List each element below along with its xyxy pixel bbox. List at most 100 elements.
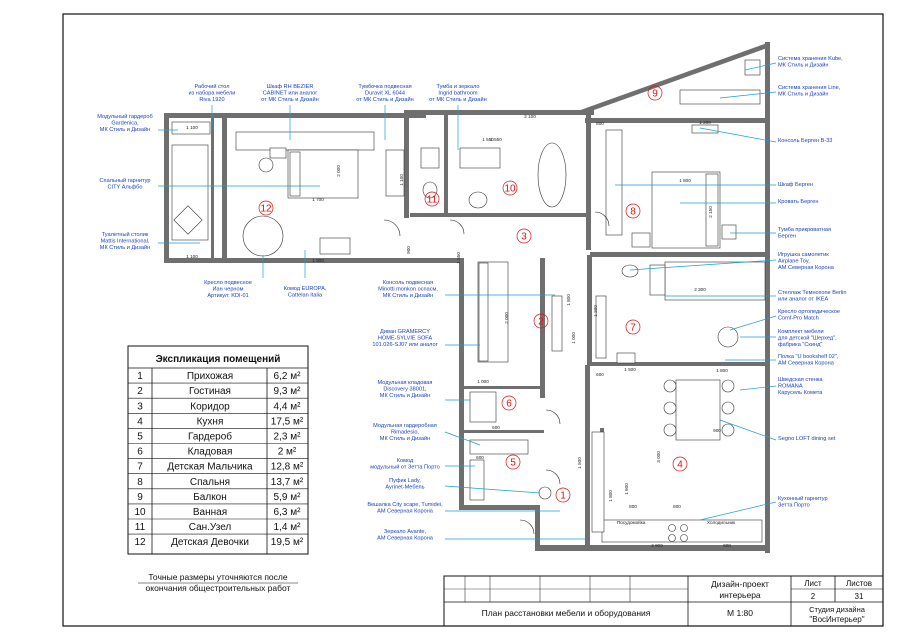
callout-left-12-line-1: Rimadesio,: [391, 429, 419, 435]
room-number-6: 6: [506, 399, 512, 410]
callout-right-5-line-0: Тумба прикроватная: [778, 227, 831, 233]
callout-right-4-line-0: Кровать Берген: [778, 199, 818, 205]
callout-right-9-line-0: Комплект мебели: [778, 329, 824, 335]
callout-left-9-line-1: Minotti monkon ocnacм,: [378, 286, 438, 292]
callout-left-0-line-1: из набора мебели: [189, 90, 236, 96]
dimension-25: 1 800: [608, 490, 613, 502]
room-marker-8: [625, 203, 641, 219]
callout-left-12-line-0: Модульная гардеробная: [373, 423, 437, 429]
dimension-23: 1 000: [477, 379, 489, 384]
dimension-21: 600: [476, 455, 484, 460]
dimension-16: 2 300: [694, 287, 706, 292]
callout-right-13-line-0: Кухонный гарнитур: [778, 495, 828, 502]
dimension-3: 1 550: [482, 137, 494, 142]
kitchen-label-dishwasher: Посудомойка: [617, 519, 646, 525]
dimension-10: 1 550: [456, 252, 461, 264]
callout-left-8-line-0: Комод EUROPA,: [284, 286, 327, 292]
dimension-7: 1 800: [312, 258, 324, 263]
room-number-10: 10: [504, 184, 516, 195]
dimension-8: 900: [406, 246, 411, 254]
room-marker-7: [625, 319, 641, 335]
callout-left-10-line-2: 101.026-SJ07 или аналог: [372, 342, 437, 348]
callout-right-0-line-0: Система хранения Kube,: [778, 56, 843, 62]
room-number-1: 1: [560, 491, 566, 502]
explication-row-6-name: Кладовая: [188, 447, 233, 458]
dimension-20: 1 500: [624, 367, 636, 372]
callout-right-10-line-0: Полка "U bookshelf 02",: [778, 354, 839, 360]
callout-left-11-line-1: Discovery 38001,: [383, 386, 427, 392]
title-scale: М 1:80: [727, 608, 753, 618]
room-marker-9: [647, 85, 663, 101]
explication-row-7-name: Детская Мальчика: [167, 462, 253, 473]
explication-row-6-number: 6: [137, 447, 143, 458]
title-project-line-2: интерьера: [719, 590, 761, 600]
callout-left-2-line-2: от МК Стиль и Дизайн: [356, 96, 414, 103]
room-number-9: 9: [652, 89, 658, 100]
explication-row-5-number: 5: [137, 432, 143, 443]
room-marker-2: [533, 313, 549, 329]
dimension-13: 1 800: [679, 178, 691, 183]
dimension-32: 800: [673, 504, 681, 509]
explication-row-12-area: 19,5 м²: [271, 537, 304, 548]
dimension-0: 1 100: [186, 125, 198, 130]
explication-row-8-number: 8: [137, 477, 143, 488]
explication-row-3-number: 3: [137, 401, 143, 412]
furniture: [171, 59, 766, 543]
note-line-2: окончания общестроительных работ: [146, 583, 291, 593]
callout-left-7-line-0: Кресло подвесное: [204, 280, 252, 286]
callout-right-11-line-1: ROMANA: [778, 383, 803, 389]
callout-left-10-line-1: HOME-SYLVIE SOFA: [378, 335, 433, 341]
callout-left-14-line-0: Пуфик Lady,: [389, 478, 421, 484]
dimension-31: 800: [629, 504, 637, 509]
room-marker-5: [505, 454, 521, 470]
dimension-27: 600: [596, 372, 604, 377]
callout-left-16-line-1: AM Северная Корона: [377, 535, 434, 541]
callout-left-15-line-0: Вешалка City scape, Tumidei,: [367, 502, 443, 508]
dimension-33: 2 900: [651, 543, 663, 548]
title-project-line-1: Дизайн-проект: [711, 579, 769, 589]
callout-left-4-line-0: Модульный гардероб: [97, 113, 152, 120]
explication-row-8-name: Спальня: [190, 477, 230, 488]
dimension-15: 1 800: [566, 294, 571, 306]
callout-right-9-line-2: фабрика "Скинд": [778, 342, 822, 348]
explication-row-5-area: 2,3 м²: [274, 432, 302, 443]
room-number-3: 3: [521, 232, 527, 243]
explication-row-3-name: Коридор: [190, 401, 230, 412]
explication-row-7-number: 7: [137, 462, 143, 473]
dimension-18: 1 000: [571, 332, 576, 344]
callout-left-13-line-1: модульный от Зетта Порто: [370, 463, 440, 470]
dimension-22: 600: [492, 425, 500, 430]
callout-right-11-line-2: Карусель Комета: [778, 390, 823, 396]
callout-right-1-line-1: МК Стиль и Дизайн: [778, 90, 828, 97]
explication-row-12-name: Детская Девочки: [171, 537, 249, 548]
callout-right-0-line-1: МК Стиль и Дизайн: [778, 61, 828, 68]
callout-left-13-line-0: Комод: [397, 458, 414, 464]
callout-left-5-line-1: CITY Альфбо: [108, 184, 143, 190]
callout-left-7-line-1: Иан черном: [213, 286, 244, 292]
explication-row-4-number: 4: [137, 416, 143, 427]
room-number-8: 8: [630, 207, 636, 218]
walls: [164, 42, 770, 553]
room-marker-12: [258, 200, 274, 216]
room-number-11: 11: [427, 195, 438, 206]
explication-row-11-name: Сан.Узел: [189, 522, 232, 533]
dimension-30: 1 600: [624, 483, 629, 495]
callout-right-10-line-1: AM Северная Корона: [778, 360, 835, 366]
explication-row-8-area: 13,7 м²: [271, 477, 304, 488]
room-marker-1: [555, 487, 571, 503]
explication-row-10-name: Ванная: [193, 507, 227, 518]
callout-left-1-line-0: Шкаф RH BEZIER: [267, 84, 314, 90]
explication-row-3-area: 4,4 м²: [274, 401, 302, 412]
room-number-12: 12: [260, 204, 272, 215]
callout-left-4-line-1: Gardenica,: [111, 120, 139, 126]
title-sheets-label: Листов: [846, 579, 872, 588]
callout-left-6-line-2: МК Стиль и Дизайн: [100, 244, 150, 251]
callout-right-7-line-0: Стеллаж Темнохоne Berlin: [778, 290, 847, 296]
dimension-9: 1 550: [490, 137, 502, 142]
callout-left-10-line-0: Диван GRAMERCY: [380, 329, 430, 335]
explication-row-4-name: Кухня: [197, 416, 224, 427]
callout-right-8-line-1: Comf-Pro Match: [778, 315, 819, 321]
